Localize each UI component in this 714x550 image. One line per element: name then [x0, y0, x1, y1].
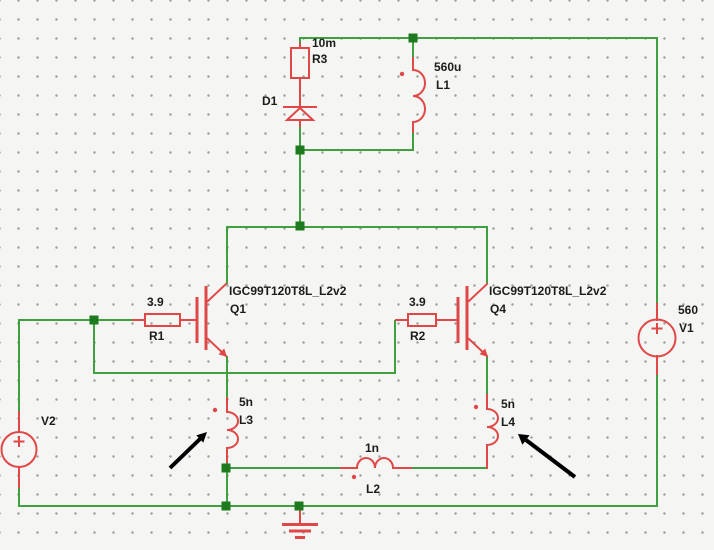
wire-top-rail[interactable]: [299, 37, 658, 305]
arrow-shaft: [524, 438, 577, 479]
l3-ref-label: L3: [239, 413, 253, 427]
component-v2[interactable]: V2: [0, 411, 57, 488]
q1-ref-label: Q1: [230, 302, 246, 316]
q4-ref-label: Q4: [490, 302, 506, 316]
component-q4[interactable]: IGC99T120T8L_L2v2 Q4: [456, 282, 607, 358]
l3-value-label: 5n: [239, 395, 253, 409]
junctions: [89, 33, 418, 511]
v1-value-label: 560: [678, 303, 698, 317]
l3-polarity-dot: [212, 407, 218, 413]
annotation-arrow-l4: [518, 434, 577, 479]
v1-ref-label: V1: [679, 321, 694, 335]
q4-emitter-arrow-icon: [479, 348, 488, 357]
l4-polarity-dot: [473, 404, 479, 410]
l1-body: [411, 57, 426, 133]
r2-ref-label: R2: [410, 329, 426, 343]
q1-collector: [206, 282, 228, 303]
arrow-head-icon: [196, 432, 207, 443]
l2-value-label: 1n: [365, 441, 379, 455]
junction-dot: [221, 463, 231, 473]
junction-dot: [295, 145, 305, 155]
component-v1[interactable]: 560 V1: [637, 303, 699, 375]
r3-ref-label: R3: [312, 52, 328, 66]
junction-dot: [408, 33, 418, 43]
q1-model-label: IGC99T120T8L_L2v2: [229, 284, 347, 298]
ground-symbol[interactable]: [282, 509, 318, 539]
v2-body: [0, 431, 38, 468]
ground-bars-icon: [282, 523, 318, 539]
wire-snubber-to-bus[interactable]: [299, 131, 414, 228]
q4-model-label: IGC99T120T8L_L2v2: [489, 284, 607, 298]
v1-body: [637, 318, 677, 358]
component-l2[interactable]: 1n L2: [340, 441, 412, 496]
l2-ref-label: L2: [366, 482, 380, 496]
component-r3[interactable]: 10m R3: [290, 36, 336, 108]
wire-collector-bus[interactable]: [226, 226, 488, 284]
component-q1[interactable]: IGC99T120T8L_L2v2 Q1: [195, 282, 347, 358]
wire-left-gate-feed[interactable]: [18, 319, 134, 413]
junction-dot: [221, 501, 231, 511]
wires: [18, 37, 658, 507]
arrow-shaft: [168, 436, 203, 470]
d1-ref-label: D1: [262, 94, 278, 108]
r3-value-label: 10m: [312, 36, 336, 50]
l1-ref-label: L1: [436, 78, 450, 92]
l2-polarity-dot: [351, 474, 357, 480]
junction-dot: [89, 315, 99, 325]
r1-ref-label: R1: [149, 329, 165, 343]
q4-collector: [467, 282, 489, 303]
component-l4[interactable]: 5n L4: [473, 394, 516, 469]
annotation-arrow-l3: [168, 432, 207, 470]
junction-dot: [294, 501, 304, 511]
junction-dot: [295, 221, 305, 231]
l4-body: [485, 394, 499, 469]
component-l3[interactable]: 5n L3: [212, 395, 254, 463]
component-d1[interactable]: D1: [262, 94, 317, 127]
l4-value-label: 5n: [501, 397, 515, 411]
component-r1[interactable]: 3.9 R1: [132, 295, 198, 343]
arrow-head-icon: [518, 434, 530, 445]
r2-body: [407, 313, 437, 327]
r2-value-label: 3.9: [409, 295, 426, 309]
r1-value-label: 3.9: [147, 295, 164, 309]
l1-value-label: 560u: [434, 60, 461, 74]
q1-emitter-arrow-icon: [218, 348, 227, 357]
v2-ref-label: V2: [41, 414, 56, 428]
l3-body: [225, 397, 239, 463]
wire-gate-branch[interactable]: [93, 319, 396, 374]
r3-body: [290, 47, 310, 79]
v1-plus-icon: [651, 323, 663, 334]
v2-plus-icon: [13, 436, 25, 447]
r1-body: [144, 313, 181, 327]
component-r2[interactable]: 3.9 R2: [395, 295, 459, 343]
l1-polarity-dot: [399, 71, 405, 77]
d1-triangle: [284, 106, 316, 121]
l4-ref-label: L4: [501, 415, 515, 429]
component-l1[interactable]: 560u L1: [399, 57, 462, 133]
l2-body: [340, 457, 412, 470]
